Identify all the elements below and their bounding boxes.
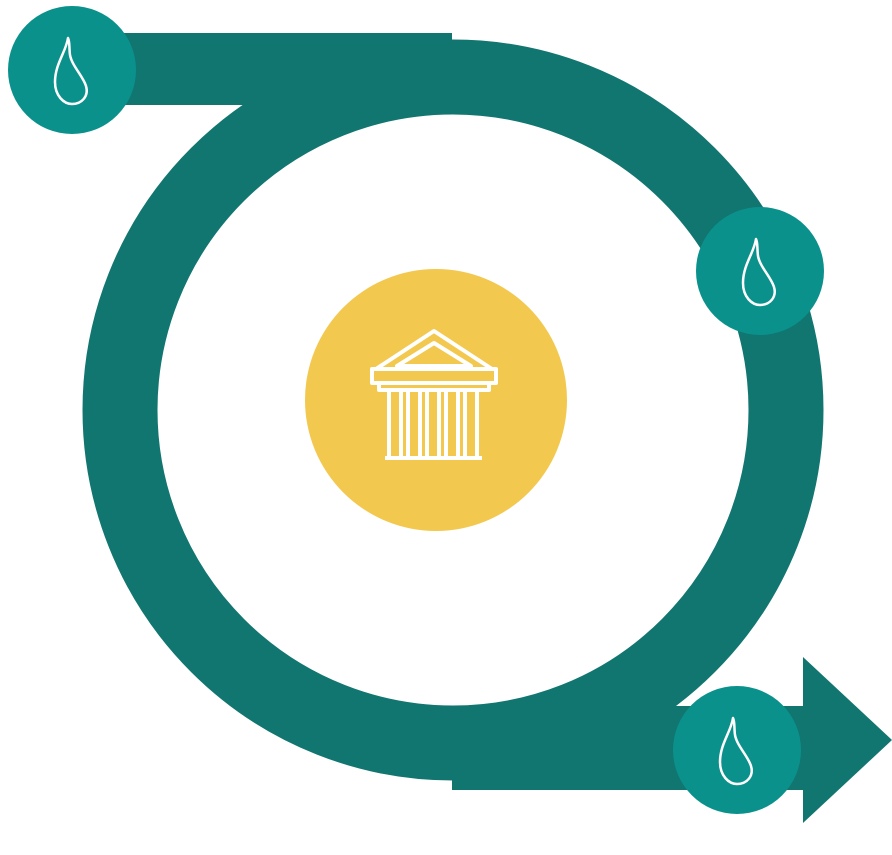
exit-arrow-head (803, 657, 892, 823)
water-drop-icon (718, 716, 753, 786)
node-bottom (673, 686, 801, 814)
hub (305, 269, 567, 531)
institution-building-icon (370, 329, 498, 460)
water-drop-icon (53, 36, 88, 106)
node-top-left (8, 6, 136, 134)
node-right (696, 207, 824, 335)
water-drop-icon (741, 237, 776, 307)
